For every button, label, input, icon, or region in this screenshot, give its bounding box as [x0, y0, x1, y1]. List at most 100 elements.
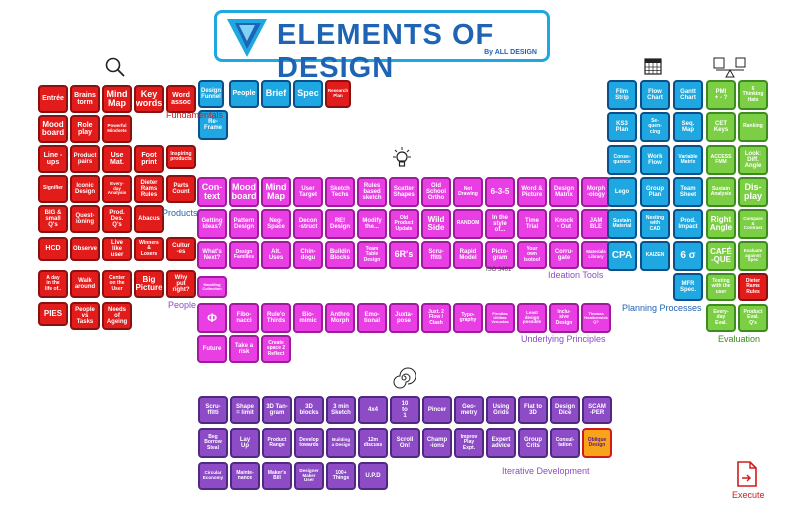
tile-button[interactable]: Develop towards — [294, 428, 324, 458]
tile-button[interactable]: PMI + - ? — [706, 80, 736, 110]
tile-button[interactable]: Product Range — [262, 428, 292, 458]
document-icon[interactable] — [734, 460, 760, 488]
tile-button[interactable]: Using Grids — [486, 396, 516, 424]
tile-button[interactable]: MFR Spec. — [673, 273, 703, 301]
tile-button[interactable]: Shape = limit — [230, 396, 260, 424]
tile-button[interactable]: Brief — [261, 80, 291, 108]
tile-button[interactable]: Lay Up — [230, 428, 260, 458]
tile-button[interactable]: Design Dice — [550, 396, 580, 424]
tile-button[interactable]: Scru- ffitti — [421, 241, 451, 269]
tile-button[interactable]: CAFÉ -QUE — [706, 241, 736, 271]
tile-button[interactable]: 3D Tan- gram — [262, 396, 292, 424]
tile-button[interactable]: Film Strip — [607, 80, 637, 110]
tile-button[interactable]: In the style of... — [485, 209, 515, 239]
tile-button[interactable]: Time Trial — [517, 209, 547, 239]
tile-button[interactable]: Use Mat. — [102, 145, 132, 173]
tile-button[interactable]: Work Flow — [640, 145, 670, 175]
tile-button[interactable]: Flat to 3D — [518, 396, 548, 424]
tile-button[interactable]: Consul- tation — [550, 428, 580, 458]
tile-button[interactable]: A day in the life of.. — [38, 270, 68, 298]
tile-button[interactable]: Compare & Contrast — [738, 209, 768, 239]
tile-button[interactable]: ACCESS FMM — [706, 145, 736, 175]
tile-button[interactable]: Flow Chart — [640, 80, 670, 110]
tile-button[interactable]: Picto- gram — [485, 241, 515, 269]
tile-button[interactable]: Bio- mimic — [293, 303, 323, 333]
tile-button[interactable]: Juxt. 2 Flow / Clash — [421, 303, 451, 333]
tile-button[interactable]: Se- quen- cing — [640, 112, 670, 142]
tile-button[interactable]: Mood board — [38, 115, 68, 143]
tile-button[interactable]: Rule'o Thirds — [261, 303, 291, 333]
tile-button[interactable]: Conse- quence — [607, 145, 637, 175]
tile-button[interactable]: Quest- ioning — [70, 205, 100, 233]
tile-button[interactable]: Abacus — [134, 205, 164, 233]
tile-button[interactable]: Design Families — [229, 241, 259, 269]
tile-button[interactable]: Handling Collection — [197, 276, 227, 298]
tile-button[interactable]: User Target — [293, 177, 323, 207]
tile-button[interactable]: 6 σ — [673, 241, 703, 271]
tile-button[interactable]: CET Keys — [706, 112, 736, 142]
tile-button[interactable]: Prod. Impact — [673, 209, 703, 239]
tile-button[interactable]: Oblique Design — [582, 428, 612, 458]
tile-button[interactable]: Wild Side — [421, 209, 451, 239]
tile-button[interactable]: Powerful Mindsets — [102, 115, 132, 143]
tile-button[interactable]: Corru- gate — [549, 241, 579, 269]
tile-button[interactable]: Iconic Design — [70, 175, 100, 203]
tile-button[interactable]: Chin- dogu — [293, 241, 323, 269]
tile-button[interactable]: Con- text — [197, 177, 227, 207]
tile-button[interactable]: Not Drawing — [453, 177, 483, 207]
tile-button[interactable]: Research Plan — [325, 80, 351, 108]
tile-button[interactable]: Mainte- nance — [230, 462, 260, 490]
tile-button[interactable]: Champ -ions — [422, 428, 452, 458]
tile-button[interactable]: Building a Design — [326, 428, 356, 458]
tile-button[interactable]: Live like user — [102, 237, 132, 261]
tile-button[interactable]: 10 to 1 — [390, 396, 420, 424]
tile-button[interactable]: Beg Borrow Steal — [198, 428, 228, 458]
tile-button[interactable]: Gantt Chart — [673, 80, 703, 110]
tile-button[interactable]: Pattern Design — [229, 209, 259, 239]
tile-button[interactable]: Improv Play Expt. — [454, 428, 484, 458]
tile-button[interactable]: Neg- Space — [261, 209, 291, 239]
tile-button[interactable]: Testing with the user — [706, 273, 736, 301]
tile-button[interactable]: Sustain Analysis — [706, 177, 736, 207]
tile-button[interactable]: People vs Tasks — [70, 302, 100, 330]
tile-button[interactable]: Cultur -es — [166, 237, 196, 261]
tile-button[interactable]: U.P.D — [358, 462, 388, 490]
tile-button[interactable]: Emo- tional — [357, 303, 387, 333]
tile-button[interactable]: Signifier — [38, 175, 68, 203]
tile-button[interactable]: Ranking — [738, 112, 768, 142]
tile-button[interactable]: Anthro Morph — [325, 303, 355, 333]
tile-button[interactable]: Firmitas Utilitas Venustas — [485, 303, 515, 333]
tile-button[interactable]: Pincer — [422, 396, 452, 424]
tile-button[interactable]: JAM BLE — [581, 209, 611, 239]
tile-button[interactable]: Circular Economy — [198, 462, 228, 490]
tile-button[interactable]: Knock - Out — [549, 209, 579, 239]
tile-button[interactable]: Key words — [134, 85, 164, 113]
tile-button[interactable]: Maker's Bill — [262, 462, 292, 490]
tile-button[interactable]: Parts Count — [166, 175, 196, 203]
tile-button[interactable]: Every- day Analysis — [102, 175, 132, 203]
tile-button[interactable]: Brains torm — [70, 85, 100, 113]
tile-button[interactable]: Seq. Map — [673, 112, 703, 142]
tile-button[interactable]: Create space 2 Reflect — [261, 335, 291, 363]
tile-button[interactable]: Mind Map — [261, 177, 291, 207]
tile-button[interactable]: Scru- ffitti — [198, 396, 228, 424]
tile-button[interactable]: Re- Frame — [198, 110, 228, 140]
tile-button[interactable]: Old School Ortho — [421, 177, 451, 207]
tile-button[interactable]: Entrée — [38, 85, 68, 113]
tile-button[interactable]: Morph -ology — [581, 177, 611, 207]
tile-button[interactable]: Buildin Blocks — [325, 241, 355, 269]
tile-button[interactable]: KAIZEN — [640, 241, 670, 271]
tile-button[interactable]: People — [229, 80, 259, 108]
tile-button[interactable]: Take a risk — [229, 335, 259, 363]
tile-button[interactable]: Old Product Update — [389, 209, 419, 239]
tile-button[interactable]: Inspiring products — [166, 145, 196, 169]
tile-button[interactable]: Winners & Losers — [134, 237, 164, 261]
tile-button[interactable]: SCAM -PER — [582, 396, 612, 424]
tile-button[interactable]: Nesting with CAD — [640, 209, 670, 239]
tile-button[interactable]: Prod. Des. Q's — [102, 205, 132, 233]
tile-button[interactable]: RE! Design — [325, 209, 355, 239]
tile-button[interactable]: 6 Thinking Hats — [738, 80, 768, 110]
tile-button[interactable]: RANDOM — [453, 209, 483, 239]
tile-button[interactable]: Word assoc — [166, 85, 196, 113]
tile-button[interactable]: Alt. Uses — [261, 241, 291, 269]
